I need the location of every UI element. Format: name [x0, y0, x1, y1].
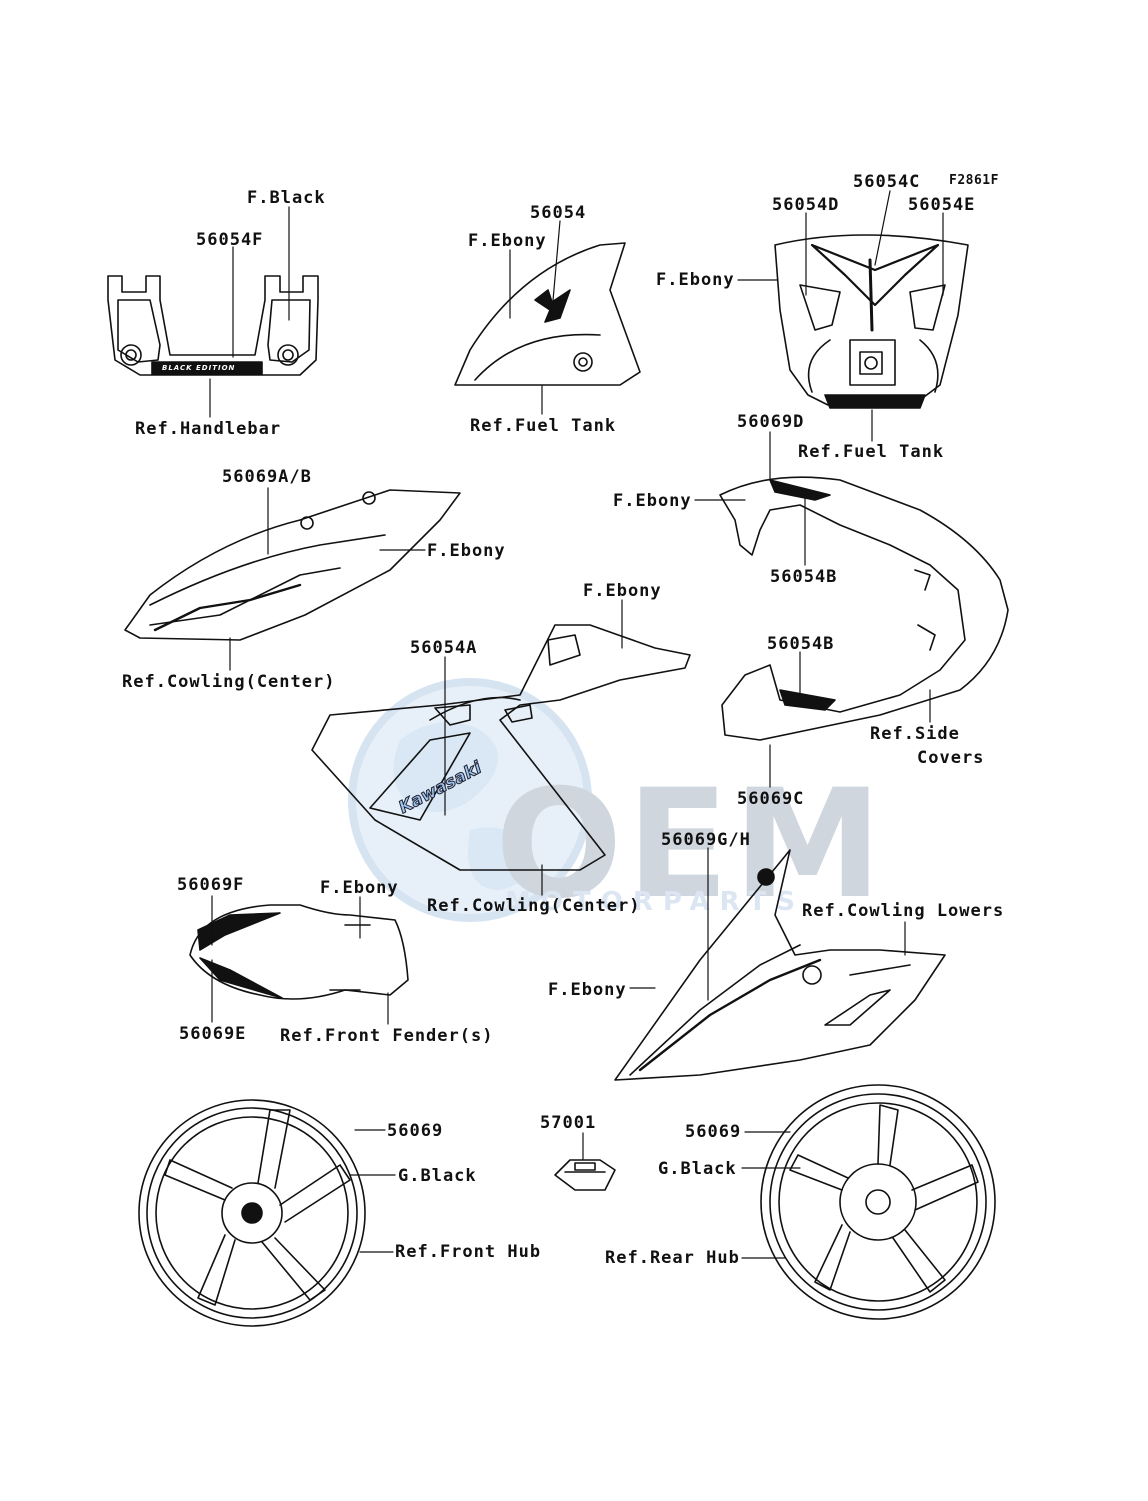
part-number-56054E: 56054E — [908, 195, 976, 215]
rear-wheel-drawing — [760, 1084, 996, 1320]
part-number-56054D: 56054D — [772, 195, 840, 215]
part-number-56069C: 56069C — [737, 789, 805, 809]
part-number-56069D: 56069D — [737, 412, 805, 432]
clip-57001-drawing — [554, 1159, 616, 1191]
label-ref-side-covers-2: Covers — [917, 748, 985, 768]
part-number-56069GH: 56069G/H — [661, 830, 751, 850]
label-f-ebony-cowl: F.Ebony — [656, 270, 735, 290]
label-ref-front-fender: Ref.Front Fender(s) — [280, 1026, 494, 1046]
label-ref-fuel-tank-1: Ref.Fuel Tank — [470, 416, 617, 436]
front-cowl-drawing — [774, 234, 969, 409]
label-f-black-handlebar: F.Black — [247, 188, 326, 208]
label-f-ebony-seat: F.Ebony — [583, 581, 662, 601]
handlebar-cover-drawing — [107, 275, 319, 376]
part-number-56054C: 56054C — [853, 172, 921, 192]
label-ref-cowling-center-2: Ref.Cowling(Center) — [427, 896, 641, 916]
label-g-black-rear: G.Black — [658, 1159, 737, 1179]
label-f-ebony-fender: F.Ebony — [320, 878, 399, 898]
part-number-57001: 57001 — [540, 1113, 597, 1133]
part-number-56069F: 56069F — [177, 875, 245, 895]
part-number-56054: 56054 — [530, 203, 587, 223]
label-f-ebony-tank: F.Ebony — [468, 231, 547, 251]
front-fender-drawing — [189, 904, 409, 1000]
leader-lines — [209, 190, 944, 1259]
part-number-56069-rear: 56069 — [685, 1122, 742, 1142]
part-number-56054A: 56054A — [410, 638, 478, 658]
label-ref-side-covers-1: Ref.Side — [870, 724, 960, 744]
label-f-ebony-center: F.Ebony — [427, 541, 506, 561]
part-number-56069AB: 56069A/B — [222, 467, 312, 487]
label-g-black-front: G.Black — [398, 1166, 477, 1186]
label-f-ebony-lower: F.Ebony — [548, 980, 627, 1000]
label-f-ebony-side: F.Ebony — [613, 491, 692, 511]
label-ref-fuel-tank-2: Ref.Fuel Tank — [798, 442, 945, 462]
label-ref-rear-hub: Ref.Rear Hub — [605, 1248, 740, 1268]
part-number-56069E: 56069E — [179, 1024, 247, 1044]
black-edition-decal: BLACK EDITION — [162, 364, 236, 372]
fuel-tank-side-drawing — [454, 242, 641, 386]
label-ref-front-hub: Ref.Front Hub — [395, 1242, 542, 1262]
part-number-56054F: 56054F — [196, 230, 264, 250]
label-ref-cowling-lowers: Ref.Cowling Lowers — [802, 901, 1005, 921]
seat-cowl-drawing — [311, 624, 691, 871]
tail-cowl-drawing — [719, 476, 1009, 741]
cowling-center-panel-drawing — [124, 489, 461, 641]
part-number-56054B-lower: 56054B — [767, 634, 835, 654]
diagram-code: F2861F — [949, 173, 999, 188]
label-ref-handlebar: Ref.Handlebar — [135, 419, 282, 439]
part-number-56054B-upper: 56054B — [770, 567, 838, 587]
part-number-56069-front: 56069 — [387, 1121, 444, 1141]
front-wheel-drawing — [138, 1099, 366, 1327]
lower-cowling-drawing — [614, 849, 946, 1081]
watermark-logo: OEM — [495, 758, 887, 932]
label-ref-cowling-center-1: Ref.Cowling(Center) — [122, 672, 336, 692]
